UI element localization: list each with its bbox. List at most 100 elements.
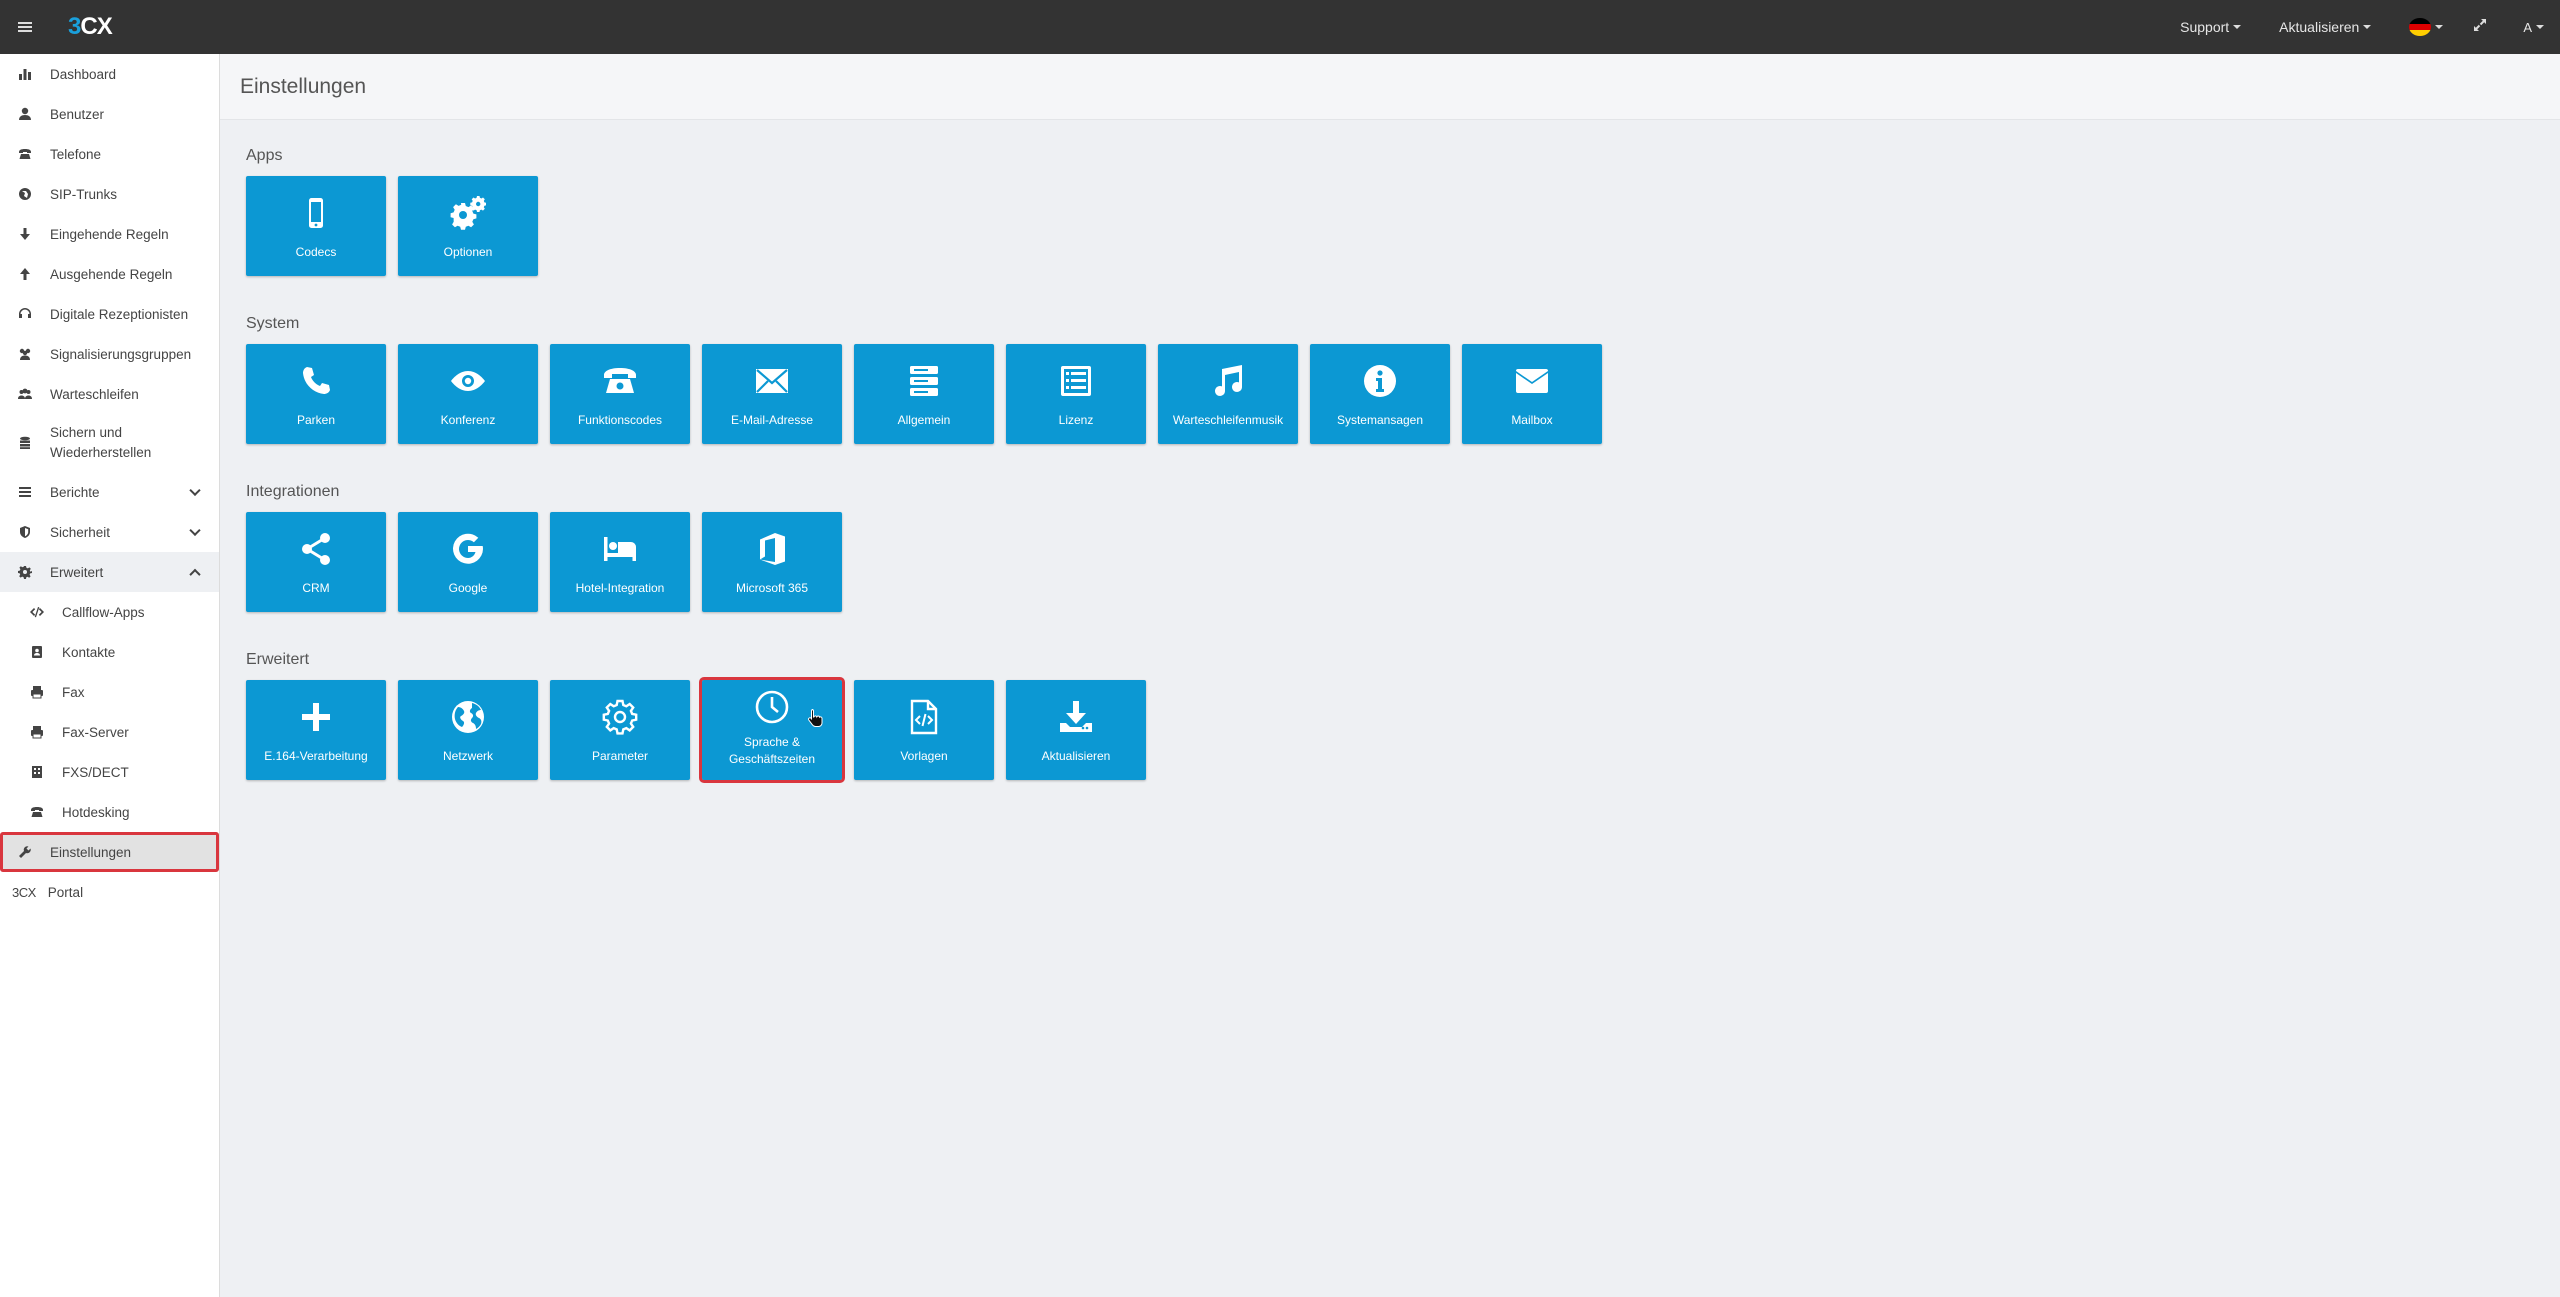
phone-handset-icon	[297, 362, 335, 400]
mail-icon	[1513, 362, 1551, 400]
sidebar-item-signalisierungsgruppen[interactable]: Signalisierungsgruppen	[0, 334, 219, 374]
sidebar-item-erweitert[interactable]: Erweitert	[0, 552, 219, 592]
tile-e-mail-adresse[interactable]: E-Mail-Adresse	[702, 344, 842, 444]
sidebar-item-label: FXS/DECT	[62, 764, 129, 780]
chevron-up-icon	[189, 568, 201, 581]
tile-vorlagen[interactable]: Vorlagen	[854, 680, 994, 780]
users-icon	[18, 347, 32, 361]
sidebar-item-label: Einstellungen	[50, 844, 132, 860]
tile-optionen[interactable]: Optionen	[398, 176, 538, 276]
tile-label: Aktualisieren	[1041, 749, 1111, 763]
user-menu-dropdown[interactable]: A	[2523, 20, 2544, 35]
sidebar-item-sip-trunks[interactable]: SIP-Trunks	[0, 174, 219, 214]
sidebar-item-digitale-rezeptionisten[interactable]: Digitale Rezeptionisten	[0, 294, 219, 334]
tile-label: Microsoft 365	[735, 581, 809, 595]
chevron-down-icon	[189, 484, 201, 497]
tile-systemansagen[interactable]: Systemansagen	[1310, 344, 1450, 444]
sidebar-item-label: Sichern und Wiederherstellen	[50, 425, 152, 460]
sidebar-item-label: Eingehende Regeln	[50, 226, 169, 242]
tile-e164-verarbeitung[interactable]: E.164-Verarbeitung	[246, 680, 386, 780]
fax-server-icon	[30, 725, 44, 739]
tile-funktionscodes[interactable]: Funktionscodes	[550, 344, 690, 444]
sidebar-item-sicherheit[interactable]: Sicherheit	[0, 512, 219, 552]
gear-icon	[18, 565, 32, 579]
address-book-icon	[30, 645, 44, 659]
code-file-icon	[905, 698, 943, 736]
fullscreen-icon[interactable]	[2473, 18, 2487, 37]
tile-konferenz[interactable]: Konferenz	[398, 344, 538, 444]
sidebar-item-label: Callflow-Apps	[62, 604, 145, 620]
menu-toggle-button[interactable]	[0, 0, 50, 54]
music-note-icon	[1209, 362, 1247, 400]
sidebar-item-callflow-apps[interactable]: Callflow-Apps	[0, 592, 219, 632]
tile-google[interactable]: Google	[398, 512, 538, 612]
tile-label: Lizenz	[1058, 413, 1094, 427]
caret-down-icon	[2363, 25, 2372, 29]
german-flag-icon	[2409, 18, 2432, 36]
tile-codecs[interactable]: Codecs	[246, 176, 386, 276]
3cx-logo[interactable]: 3CX	[68, 13, 113, 41]
mobile-phone-icon	[297, 194, 335, 232]
tile-hotel-integration[interactable]: Hotel-Integration	[550, 512, 690, 612]
hand-cursor-icon	[808, 709, 823, 727]
tile-label: Mailbox	[1511, 413, 1553, 427]
sidebar-item-ausgehende-regeln[interactable]: Ausgehende Regeln	[0, 254, 219, 294]
sidebar-item-eingehende-regeln[interactable]: Eingehende Regeln	[0, 214, 219, 254]
support-label: Support	[2180, 19, 2230, 35]
tile-lizenz[interactable]: Lizenz	[1006, 344, 1146, 444]
sidebar-item-dashboard[interactable]: Dashboard	[0, 54, 219, 94]
user-initial: A	[2523, 19, 2532, 35]
tile-label: E.164-Verarbeitung	[264, 749, 368, 763]
sidebar-item-fxs-dect[interactable]: FXS/DECT	[0, 752, 219, 792]
hamburger-icon	[18, 22, 32, 32]
tile-sprache-geschaeftszeiten[interactable]: Sprache & Geschäftszeiten	[699, 677, 845, 783]
info-circle-icon	[1361, 362, 1399, 400]
tile-crm[interactable]: CRM	[246, 512, 386, 612]
update-label: Aktualisieren	[2279, 19, 2360, 35]
tile-mailbox[interactable]: Mailbox	[1462, 344, 1602, 444]
tile-parameter[interactable]: Parameter	[550, 680, 690, 780]
tile-parken[interactable]: Parken	[246, 344, 386, 444]
sidebar-item-sichern-und-wiederherstellen[interactable]: Sichern und Wiederherstellen	[0, 414, 219, 472]
sidebar-item-label: Berichte	[50, 484, 100, 500]
office-phone-icon	[601, 362, 639, 400]
3cx-icon: 3CX	[12, 884, 36, 900]
tile-netzwerk[interactable]: Netzwerk	[398, 680, 538, 780]
bed-icon	[601, 530, 639, 568]
tile-microsoft-365[interactable]: Microsoft 365	[702, 512, 842, 612]
tile-label: CRM	[302, 581, 330, 595]
sidebar-item-label: Dashboard	[50, 66, 117, 82]
section-title: Erweitert	[246, 651, 310, 668]
clock-icon	[753, 688, 791, 726]
caret-down-icon	[2233, 25, 2242, 29]
section-apps: Apps Codecs Optionen	[246, 146, 538, 276]
sidebar-item-hotdesking[interactable]: Hotdesking	[0, 792, 219, 832]
sidebar-item-fax[interactable]: Fax	[0, 672, 219, 712]
envelope-icon	[753, 362, 791, 400]
support-dropdown[interactable]: Support	[2180, 19, 2242, 35]
sidebar-item-fax-server[interactable]: Fax-Server	[0, 712, 219, 752]
gear-icon	[601, 698, 639, 736]
sidebar-item-benutzer[interactable]: Benutzer	[0, 94, 219, 134]
sidebar-item-warteschleifen[interactable]: Warteschleifen	[0, 374, 219, 414]
tile-label: Optionen	[443, 245, 493, 259]
sidebar-item-label: Sicherheit	[50, 524, 111, 540]
code-icon	[30, 605, 44, 619]
update-dropdown[interactable]: Aktualisieren	[2279, 19, 2372, 35]
tile-aktualisieren[interactable]: Aktualisieren	[1006, 680, 1146, 780]
sidebar-item-einstellungen[interactable]: Einstellungen	[0, 832, 219, 872]
tile-warteschleifenmusik[interactable]: Warteschleifenmusik	[1158, 344, 1298, 444]
sidebar-item-kontakte[interactable]: Kontakte	[0, 632, 219, 672]
sidebar-item-portal[interactable]: 3CX Portal	[0, 872, 219, 912]
globe-icon	[18, 187, 32, 201]
sidebar-item-label: Signalisierungsgruppen	[50, 346, 192, 362]
page-title: Einstellungen	[240, 74, 367, 98]
sidebar-item-telefone[interactable]: Telefone	[0, 134, 219, 174]
plus-icon	[297, 698, 335, 736]
tile-allgemein[interactable]: Allgemein	[854, 344, 994, 444]
sidebar-item-label: Kontakte	[62, 644, 116, 660]
sidebar-item-label: SIP-Trunks	[50, 186, 118, 202]
tile-label: Funktionscodes	[577, 413, 663, 427]
sidebar-item-berichte[interactable]: Berichte	[0, 472, 219, 512]
language-dropdown[interactable]	[2409, 18, 2444, 36]
